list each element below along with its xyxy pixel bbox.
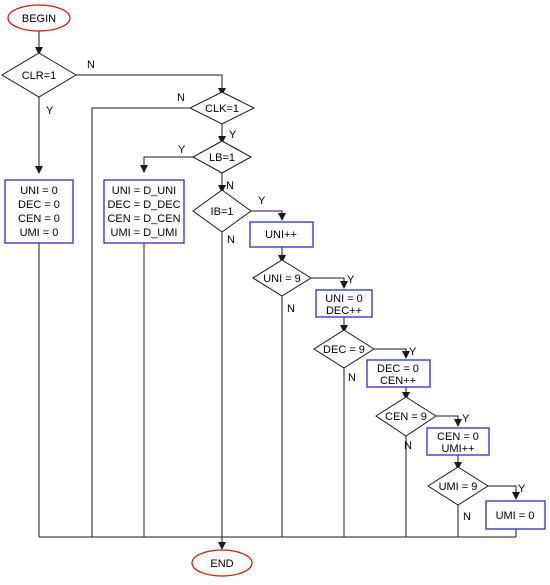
process-load: UNI = D_UNI DEC = D_DEC CEN = D_CEN UMI … xyxy=(103,179,185,244)
decision-clk: CLK=1 xyxy=(188,91,256,125)
process-carry-cen-line: DEC = 0 xyxy=(377,363,419,375)
decision-ib-label: IB=1 xyxy=(211,206,234,218)
decision-umi9-label: UMI = 9 xyxy=(439,481,478,493)
process-carry-dec-line: UNI = 0 xyxy=(325,293,363,305)
decision-uni9-label: UNI = 9 xyxy=(263,273,301,285)
process-inc-uni-line: UNI++ xyxy=(265,229,297,241)
process-load-line: UMI = D_UMI xyxy=(111,227,178,239)
branch-yes-label: Y xyxy=(258,195,266,207)
decision-uni9: UNI = 9 xyxy=(252,259,312,297)
branch-no-label: N xyxy=(226,180,234,192)
branch-yes-label: Y xyxy=(462,413,470,425)
branch-no-label: N xyxy=(404,440,412,452)
branch-yes-label: Y xyxy=(409,346,417,358)
process-clear-line: DEC = 0 xyxy=(18,199,60,211)
decision-clr: CLR=1 xyxy=(1,52,77,98)
decision-umi9: UMI = 9 xyxy=(427,466,489,506)
branch-yes-label: Y xyxy=(178,144,186,156)
process-carry-umi: CEN = 0 UMI++ xyxy=(426,427,490,456)
process-clear-line: UMI = 0 xyxy=(20,227,59,239)
decision-ib: IB=1 xyxy=(192,189,252,233)
branch-no-label: N xyxy=(227,234,235,246)
process-carry-cen: DEC = 0 CEN++ xyxy=(366,359,431,388)
begin-terminal: BEGIN xyxy=(7,4,71,32)
process-carry-dec: UNI = 0 DEC++ xyxy=(315,289,373,318)
process-reset-umi: UMI = 0 xyxy=(485,500,546,530)
process-clear-line: CEN = 0 xyxy=(18,213,60,225)
decision-cen9: CEN = 9 xyxy=(375,396,437,437)
connectors xyxy=(38,31,517,546)
decision-lb: LB=1 xyxy=(191,140,253,174)
process-carry-cen-line: CEN++ xyxy=(380,375,416,387)
process-clear-line: UNI = 0 xyxy=(20,185,58,197)
process-carry-umi-line: CEN = 0 xyxy=(437,431,479,443)
process-load-line: CEN = D_CEN xyxy=(107,213,180,225)
branch-yes-label: Y xyxy=(518,483,526,495)
process-clear: UNI = 0 DEC = 0 CEN = 0 UMI = 0 xyxy=(4,179,74,244)
process-inc-uni: UNI++ xyxy=(249,221,314,248)
branch-no-label: N xyxy=(463,511,471,523)
decision-dec9-label: DEC = 9 xyxy=(323,344,365,356)
process-load-line: DEC = D_DEC xyxy=(107,199,180,211)
branch-no-label: N xyxy=(87,59,95,71)
branch-yes-label: Y xyxy=(347,274,355,286)
branch-no-label: N xyxy=(177,92,185,104)
end-terminal: END xyxy=(191,549,253,577)
decision-cen9-label: CEN = 9 xyxy=(385,411,427,423)
decision-clk-label: CLK=1 xyxy=(205,103,239,115)
branch-yes-label: Y xyxy=(229,129,237,141)
process-carry-dec-line: DEC++ xyxy=(326,305,362,317)
decision-lb-label: LB=1 xyxy=(209,152,235,164)
process-reset-umi-line: UMI = 0 xyxy=(496,510,535,522)
process-load-line: UNI = D_UNI xyxy=(112,185,177,197)
process-carry-umi-line: UMI++ xyxy=(441,443,474,455)
branch-labels: Y N N Y Y N Y N Y N Y N Y N Y N xyxy=(46,59,526,523)
decision-clr-label: CLR=1 xyxy=(22,70,57,82)
begin-label: BEGIN xyxy=(22,13,56,25)
branch-no-label: N xyxy=(348,372,356,384)
branch-no-label: N xyxy=(287,303,295,315)
branch-yes-label: Y xyxy=(46,105,54,117)
end-label: END xyxy=(210,558,233,570)
decision-dec9: DEC = 9 xyxy=(313,329,375,369)
